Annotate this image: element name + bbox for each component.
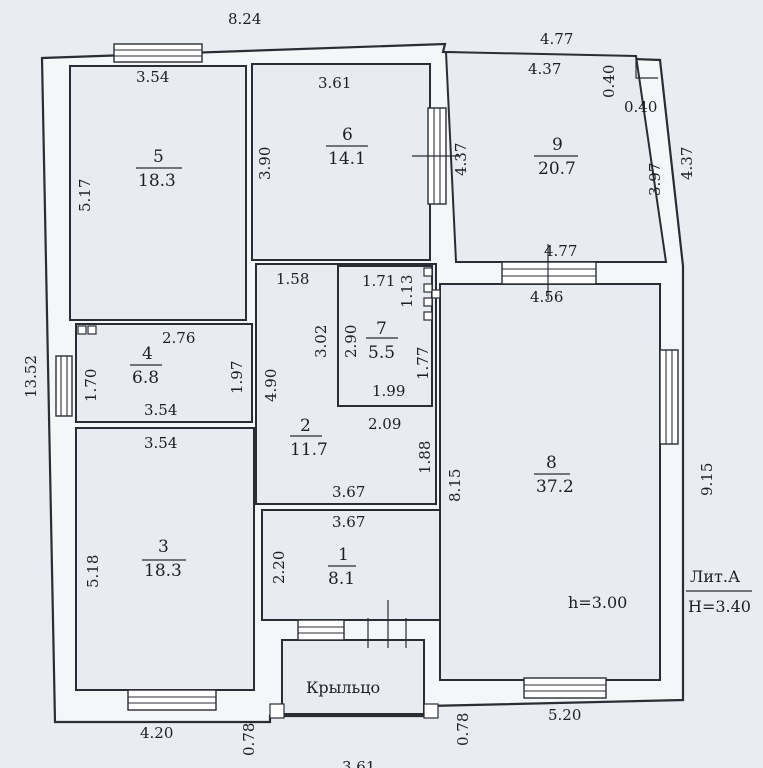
room-9-number: 9	[552, 135, 563, 155]
window-between-9-8	[501, 261, 597, 285]
room-1	[261, 509, 441, 621]
room-5-dim-height: 5.17	[76, 179, 94, 212]
room-4-area: 6.8	[132, 368, 159, 388]
dim-porch-left: 0.78	[240, 723, 258, 756]
window-left	[55, 355, 73, 417]
room-4-dim-left: 1.70	[82, 369, 100, 402]
porch-steps	[269, 703, 439, 719]
vent-room4	[77, 325, 97, 335]
room-4-dim-top: 2.76	[162, 329, 195, 347]
room-7-dim-right-top: 1.13	[398, 275, 416, 308]
room-7-dim-left: 2.90	[342, 325, 360, 358]
room-2-dim-top: 1.58	[276, 270, 309, 288]
vent-room7	[423, 267, 441, 321]
room-1-area: 8.1	[328, 569, 355, 589]
room-1-number: 1	[338, 545, 349, 565]
room-2-dim-inner: 2.09	[368, 415, 401, 433]
room-8-dim-top: 4.56	[530, 288, 563, 306]
room-9-dim-ledge-v: 0.40	[600, 65, 618, 98]
room-9	[444, 50, 668, 263]
room-7	[337, 265, 433, 407]
dim-bottom-left: 4.20	[140, 724, 173, 742]
room-2-dim-left: 4.90	[262, 369, 280, 402]
room-2-number: 2	[300, 416, 311, 436]
building-height: H=3.40	[688, 597, 751, 616]
room-6-dim-height: 3.90	[256, 147, 274, 180]
room-3-dim-top: 3.54	[144, 434, 177, 452]
room-2-dim-mid: 3.02	[312, 325, 330, 358]
room-9-dim-bottom: 4.77	[544, 242, 577, 260]
room-9-dim-top: 4.37	[528, 60, 561, 78]
dim-right-upper: 4.37	[678, 147, 696, 180]
dim-porch-right: 0.78	[454, 713, 472, 746]
window-top-left	[113, 43, 203, 63]
room-5-number: 5	[153, 147, 164, 167]
dim-top-total: 8.24	[228, 10, 261, 28]
room-8-number: 8	[546, 453, 557, 473]
room-3-number: 3	[158, 537, 169, 557]
room-1-dim-left: 2.20	[270, 551, 288, 584]
room-2-area: 11.7	[290, 440, 328, 460]
room-6-dim-width: 3.61	[318, 74, 351, 92]
room-4-dim-bottom: 3.54	[144, 401, 177, 419]
room-7-dim-top: 1.71	[362, 272, 395, 290]
room-4-dim-right: 1.97	[228, 361, 246, 394]
room-7-area: 5.5	[368, 343, 395, 363]
room-3-area: 18.3	[144, 561, 182, 581]
corner-ledge	[635, 56, 658, 79]
dim-top-right: 4.77	[540, 30, 573, 48]
ceiling-height: h=3.00	[568, 593, 627, 612]
room-3-dim-left: 5.18	[84, 555, 102, 588]
room-9-dim-ledge-h: 0.40	[624, 98, 657, 116]
dim-left-total: 13.52	[22, 355, 40, 398]
room-1-dim-top: 3.67	[332, 513, 365, 531]
litera-label: Лит.А	[690, 567, 740, 586]
room-3	[75, 427, 255, 691]
window-bottom-left	[127, 689, 217, 711]
dim-bottom-center: 3.61	[342, 758, 375, 768]
room-8-area: 37.2	[536, 477, 574, 497]
dim-bottom-right: 5.20	[548, 706, 581, 724]
window-porch	[297, 619, 345, 641]
room-9-area: 20.7	[538, 159, 576, 179]
room-6	[251, 63, 431, 261]
room-5	[69, 65, 247, 321]
room-8-dim-left: 8.15	[446, 469, 464, 502]
room-5-dim-width: 3.54	[136, 68, 169, 86]
door-entrance	[367, 600, 407, 648]
room-2-dim-right: 1.88	[416, 441, 434, 474]
room-7-dim-bottom: 1.99	[372, 382, 405, 400]
room-6-number: 6	[342, 125, 353, 145]
room-7-number: 7	[376, 319, 387, 339]
porch	[281, 639, 425, 715]
room-7-dim-right: 1.77	[414, 347, 432, 380]
room-6-area: 14.1	[328, 149, 366, 169]
window-right	[659, 349, 679, 445]
dim-right-lower: 9.15	[698, 463, 716, 496]
room-8	[439, 283, 661, 681]
room-9-dim-right: 3.97	[646, 163, 664, 196]
room-6-dim-right: 4.37	[452, 143, 470, 176]
window-bottom-right	[523, 677, 607, 699]
room-5-area: 18.3	[138, 171, 176, 191]
room-4-number: 4	[142, 344, 153, 364]
room-4	[75, 323, 253, 423]
porch-label: Крыльцо	[306, 678, 380, 697]
room-2-dim-bottom: 3.67	[332, 483, 365, 501]
